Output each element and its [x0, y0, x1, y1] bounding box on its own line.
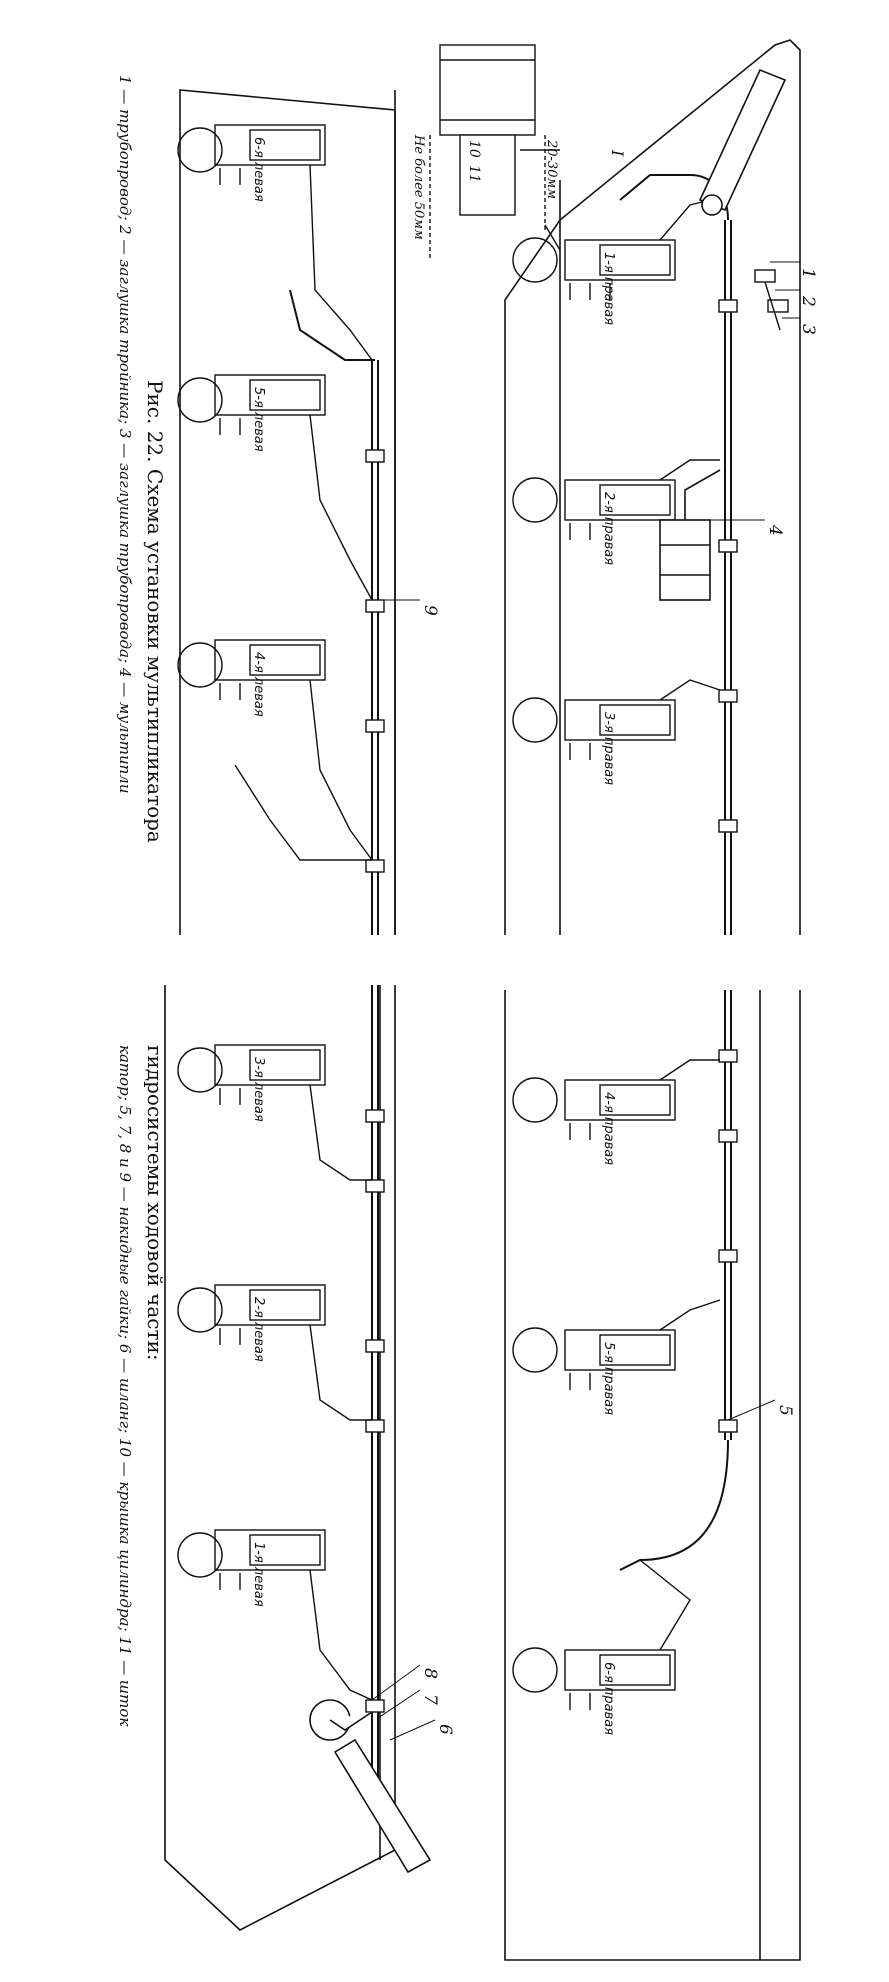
caption-title: Рис. 22. Схема установки мультипликатора	[143, 380, 167, 843]
callout-2: 2	[798, 295, 818, 307]
cyl-label-l3: 3-я левая	[251, 1057, 266, 1122]
cylinder-unit-r6	[512, 1559, 691, 1710]
panel-top-right-hull	[504, 39, 801, 935]
cyl-label-l2: 2-я левая	[251, 1297, 266, 1362]
cylinder-unit-l2	[177, 1284, 372, 1421]
callout-5: 5	[775, 1405, 795, 1416]
multiplicator	[659, 469, 721, 601]
cyl-label-r6: 6-я правая	[601, 1662, 616, 1735]
panel-bottom-right-hull	[504, 990, 801, 1961]
inset-cylinder-detail	[429, 44, 560, 260]
cylinder-unit-l4	[177, 639, 373, 861]
callout-1: 1	[798, 268, 818, 279]
cyl-label-r2: 2-я правая	[601, 492, 616, 565]
pipeline-bottom-left	[371, 985, 379, 1790]
callout-4: 4	[765, 524, 785, 536]
cylinder-unit-l3	[177, 1044, 372, 1181]
cyl-label-r3: 3-я правая	[601, 712, 616, 785]
cylinder-unit-r5	[512, 1299, 721, 1390]
caption-legend-1: 1 — трубопровод; 2 — заглушка тройника; …	[116, 75, 134, 794]
cap-fittings	[754, 269, 789, 331]
figure-caption: Рис. 22. Схема установки мультипликатора…	[116, 75, 167, 1726]
cyl-label-l1: 1-я левая	[251, 1542, 266, 1607]
cylinder-unit-l6	[177, 124, 373, 361]
cylinder-unit-r2	[512, 459, 720, 540]
cylinder-unit-r4	[512, 1059, 720, 1140]
callout-numbers: 1 2 3 4 5 9 8 7 6 10 11 I 20-30мм Не бол…	[411, 134, 818, 1735]
pipe-fittings	[365, 299, 738, 1713]
cylinder-unit-l5	[177, 374, 373, 601]
dimension-bottom: Не более 50мм	[411, 134, 426, 240]
caption-title-cont: гидросистемы ходовой части:	[143, 1045, 167, 1361]
hydraulic-cylinder-bottom	[309, 1699, 432, 1874]
cylinder-labels-left: 6-я левая 5-я левая 4-я левая 3-я левая …	[251, 137, 266, 1607]
cylinder-labels-right: 1-я правая 2-я правая 3-я правая 4-я пра…	[601, 252, 616, 1735]
dimension-top: 20-30мм	[544, 139, 559, 199]
cyl-label-r5: 5-я правая	[601, 1342, 616, 1415]
cyl-label-l5: 5-я левая	[251, 387, 266, 452]
cylinder-unit-r3	[512, 679, 721, 760]
hydraulic-cylinder-top	[698, 68, 787, 216]
cyl-label-l4: 4-я левая	[251, 652, 266, 717]
inset-label: I	[608, 149, 627, 157]
callout-11: 11	[466, 165, 482, 183]
cyl-label-l6: 6-я левая	[251, 137, 266, 202]
callout-7: 7	[420, 1694, 440, 1705]
callout-8: 8	[420, 1668, 440, 1679]
callout-9: 9	[420, 605, 440, 616]
cylinder-unit-r1	[512, 199, 711, 300]
callout-6: 6	[435, 1724, 455, 1735]
cyl-label-r4: 4-я правая	[601, 1092, 616, 1165]
callout-3: 3	[798, 324, 818, 335]
caption-legend-2: катор; 5, 7, 8 и 9 — накидные гайки; 6 —…	[116, 1045, 134, 1726]
cyl-label-r1: 1-я правая	[601, 252, 616, 325]
panel-top-left-hull	[179, 89, 396, 935]
callout-leaders	[371, 261, 800, 1741]
cylinder-unit-l1	[177, 1529, 373, 1701]
pipeline-bottom-right	[619, 990, 732, 1571]
callout-10: 10	[466, 140, 482, 158]
